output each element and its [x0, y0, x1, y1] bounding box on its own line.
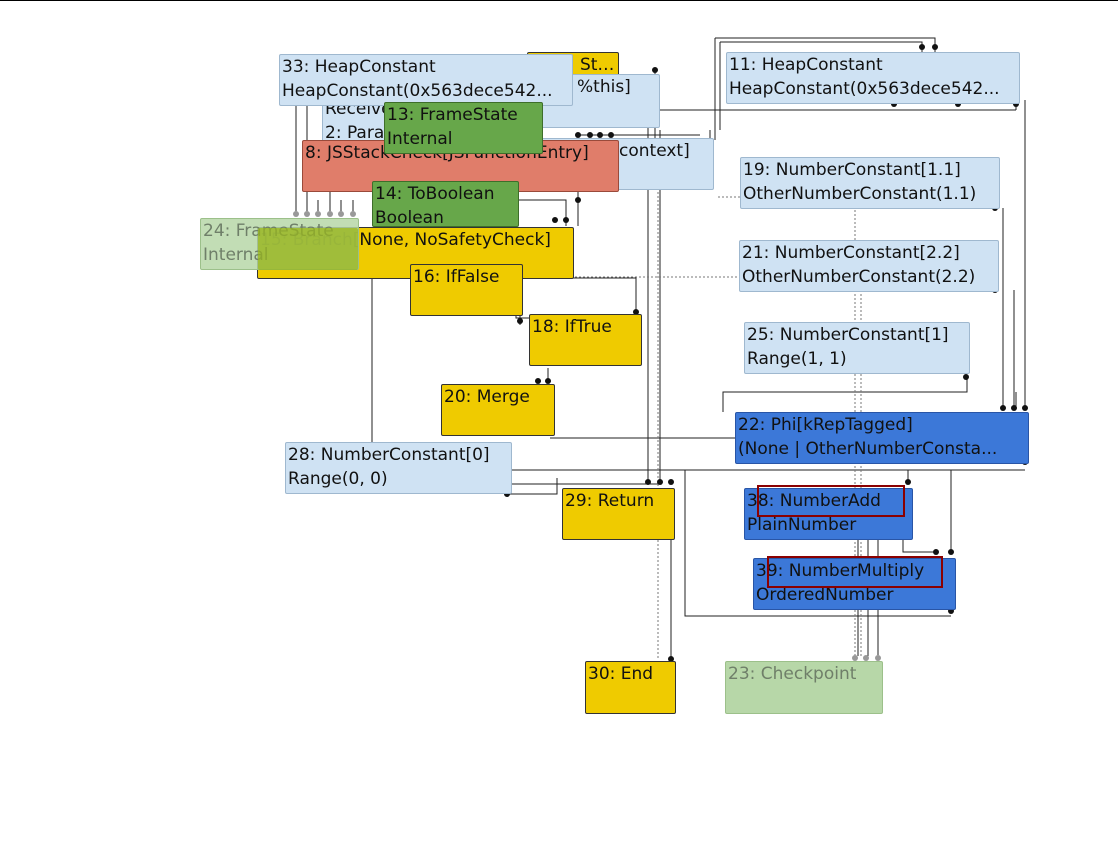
node-branch15-overlap	[258, 228, 358, 270]
edge-branch-iftrue	[572, 277, 637, 310]
node-end30[interactable]: 30: End	[585, 661, 676, 714]
node-num25[interactable]: 25: NumberConstant[1] Range(1, 1)	[744, 322, 970, 374]
edge-right-bus-2	[720, 41, 923, 52]
edge-num28-ret	[507, 478, 558, 495]
edge-add-mul	[902, 540, 936, 553]
node-heap11[interactable]: 11: HeapConstant HeapConstant(0x563dece5…	[726, 52, 1020, 104]
selection-box-numberadd	[757, 485, 905, 517]
node-num28[interactable]: 28: NumberConstant[0] Range(0, 0)	[285, 442, 512, 494]
edge-num25-phi	[722, 375, 968, 412]
window-top-border	[0, 0, 1118, 1]
node-chk23[interactable]: 23: Checkpoint	[725, 661, 883, 714]
node-mul39[interactable]: 39: NumberMultiply OrderedNumber	[753, 558, 956, 610]
node-add38[interactable]: 38: NumberAdd PlainNumber	[744, 488, 913, 540]
selection-box-numbermultiply	[767, 556, 943, 588]
edge-tobool-branch	[516, 199, 567, 226]
node-frame13[interactable]: 13: FrameState Internal	[384, 102, 543, 154]
edge-mul-left	[684, 470, 951, 617]
node-ret29[interactable]: 29: Return	[562, 488, 675, 540]
node-iftrue18[interactable]: 18: IfTrue	[529, 314, 642, 366]
node-iffalse16[interactable]: 16: IfFalse	[410, 264, 523, 316]
node-num21[interactable]: 21: NumberConstant[2.2] OtherNumberConst…	[739, 240, 999, 292]
node-num19[interactable]: 19: NumberConstant[1.1] OtherNumberConst…	[740, 157, 1000, 209]
node-merge20[interactable]: 20: Merge	[441, 384, 555, 436]
node-heap33[interactable]: 33: HeapConstant HeapConstant(0x563dece5…	[279, 54, 573, 106]
edge-right-bus-1	[715, 37, 936, 52]
node-tobool14[interactable]: 14: ToBoolean Boolean	[372, 181, 519, 227]
node-phi22[interactable]: 22: Phi[kRepTagged] (None | OtherNumberC…	[735, 412, 1029, 464]
